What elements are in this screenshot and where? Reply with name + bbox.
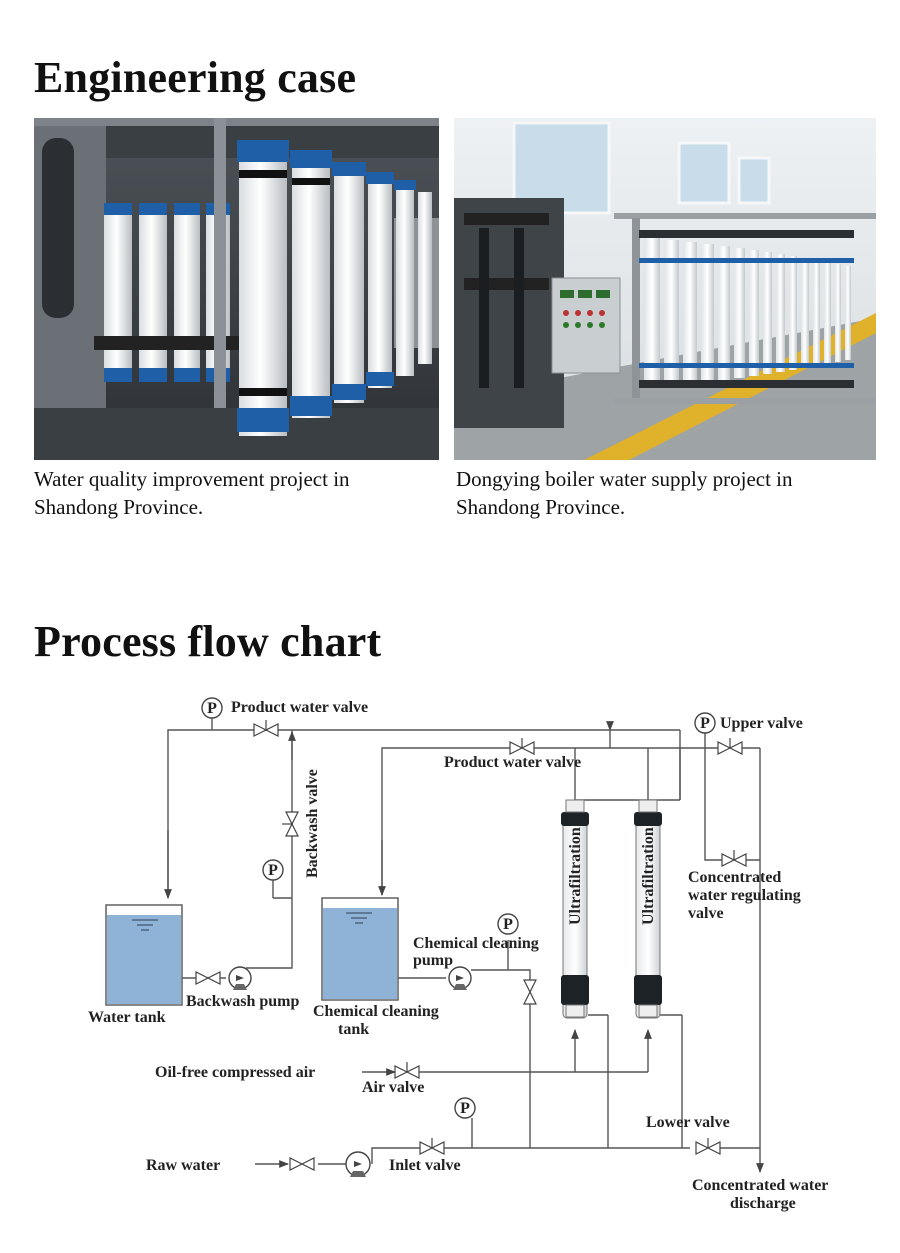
label-concentrated-regulating-3: valve [688, 905, 724, 922]
pressure-gauge-3 [262, 859, 284, 881]
label-oil-free-air: Oil-free compressed air [155, 1064, 315, 1081]
pressure-gauge-2 [694, 712, 716, 734]
chemical-cleaning-tank [321, 897, 399, 1001]
chemical-cleaning-pump [448, 966, 472, 990]
pressure-gauge-5 [454, 1097, 476, 1119]
case-photo-2 [454, 118, 876, 460]
case-caption-1: Water quality improvement project in Sha… [34, 467, 350, 519]
section-title-engineering-case: Engineering case [34, 53, 357, 102]
uf-module-1-label: Ultrafiltration [567, 827, 584, 925]
uf-module-2-label: Ultrafiltration [640, 827, 657, 925]
label-chemical-tank-2: tank [338, 1021, 369, 1038]
uf-module-2 [634, 799, 662, 1019]
chemical-return-line [378, 721, 760, 896]
uf-system-photo [454, 118, 876, 460]
gauge-label-3: P [268, 862, 278, 879]
label-concentrated-discharge-2: discharge [730, 1195, 796, 1212]
case-caption-2: Dongying boiler water supply project in … [456, 467, 793, 519]
raw-water-valve-symbol [289, 1157, 315, 1171]
label-concentrated-regulating-2: water regulating [688, 887, 801, 904]
case-photo-1 [34, 118, 439, 460]
feed-pump [345, 1151, 371, 1177]
gauge-label-1: P [207, 700, 217, 717]
uf-modules-photo [34, 118, 439, 460]
section-title-process-flow-chart: Process flow chart [34, 617, 382, 666]
process-flow-diagram: P P P P P Ultrafiltration Ultrafiltratio… [88, 697, 828, 1212]
label-upper-valve: Upper valve [720, 715, 803, 732]
chemical-valve-symbol [523, 979, 537, 1005]
label-backwash-pump: Backwash pump [186, 993, 299, 1010]
uf-module-1 [561, 799, 589, 1019]
gauge-label-5: P [460, 1100, 470, 1117]
gauge-label-2: P [700, 715, 710, 732]
label-lower-valve: Lower valve [646, 1114, 730, 1131]
water-tank [105, 904, 183, 1006]
label-raw-water: Raw water [146, 1157, 220, 1174]
label-chemical-pump-2: pump [413, 952, 453, 969]
label-concentrated-regulating-1: Concentrated [688, 869, 781, 886]
product-water-line [164, 729, 681, 899]
label-air-valve: Air valve [362, 1079, 424, 1096]
backwash-pump-valve-symbol [195, 971, 221, 985]
backwash-pump [228, 966, 252, 990]
label-product-water-valve-2: Product water valve [444, 754, 581, 771]
gauge-label-4: P [503, 916, 513, 933]
label-backwash-valve: Backwash valve [304, 769, 321, 878]
label-water-tank: Water tank [88, 1009, 166, 1026]
label-concentrated-discharge-1: Concentrated water [692, 1177, 828, 1194]
label-chemical-tank-1: Chemical cleaning [313, 1003, 439, 1020]
label-inlet-valve: Inlet valve [389, 1157, 461, 1174]
label-chemical-pump-1: Chemical cleaning [413, 935, 539, 952]
pressure-gauge-4 [497, 913, 519, 935]
label-product-water-valve-1: Product water valve [231, 699, 368, 716]
